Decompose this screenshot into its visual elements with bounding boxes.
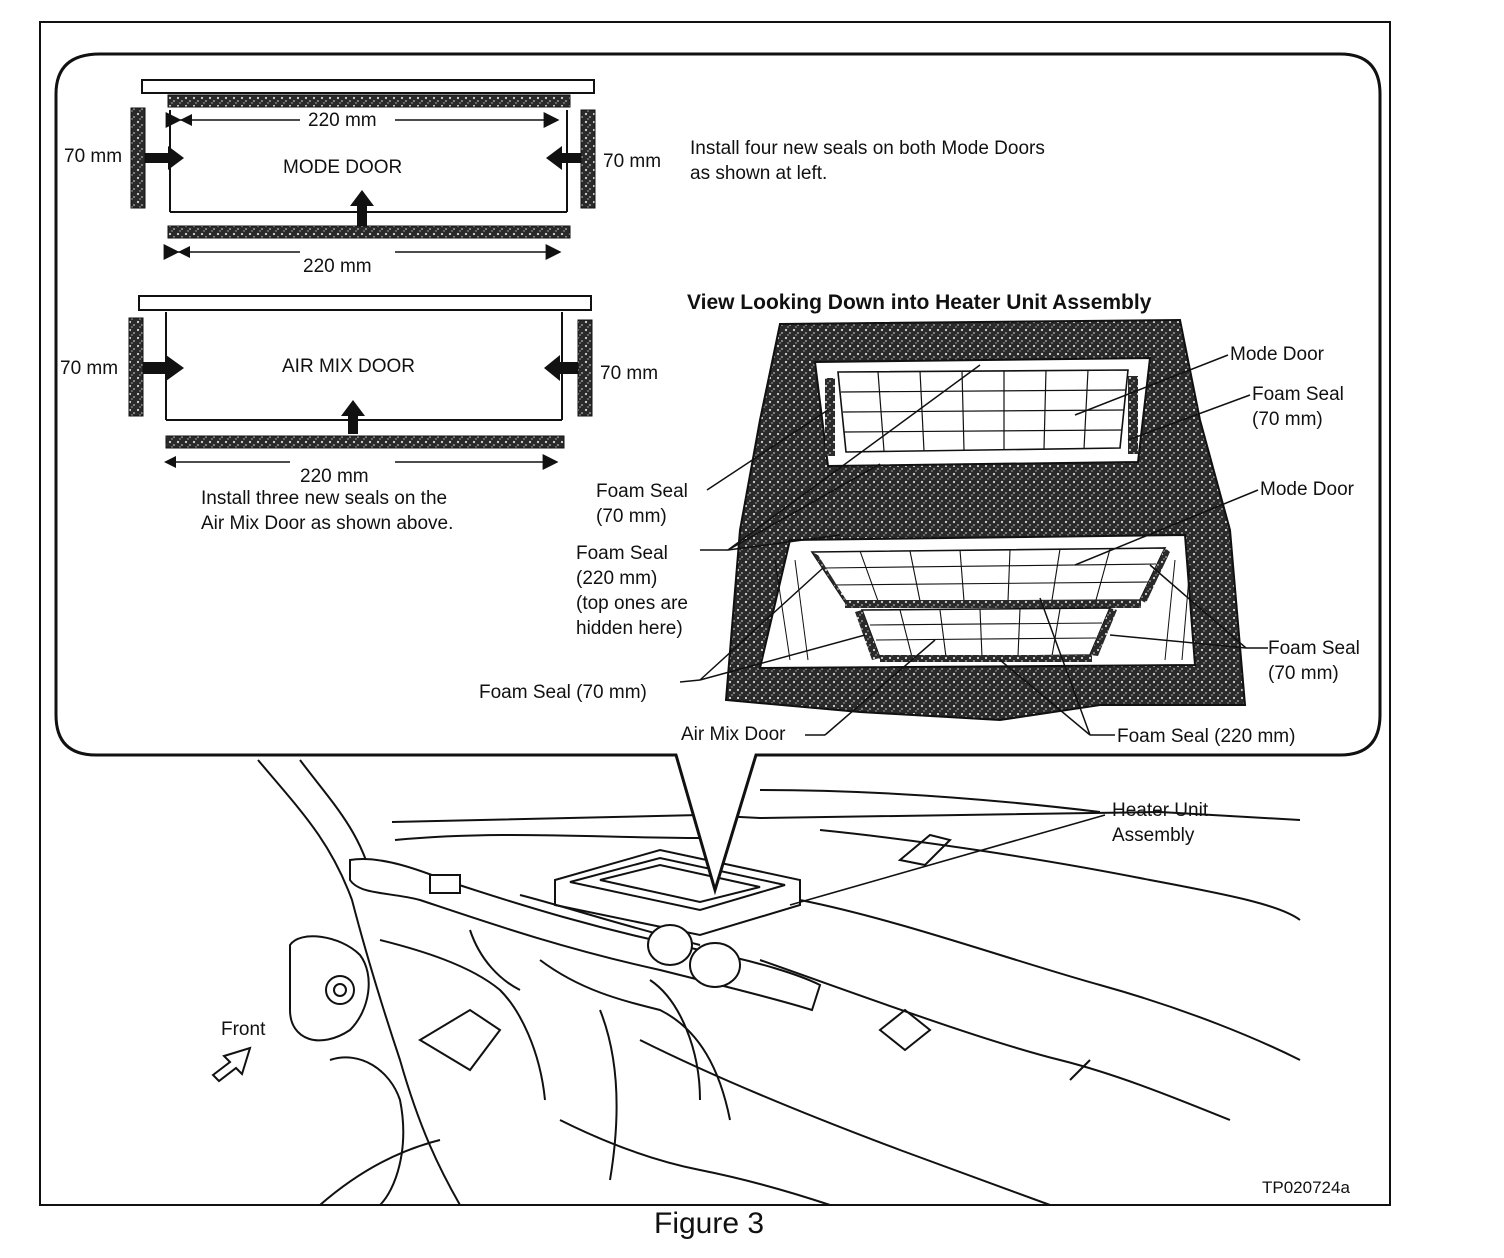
front-label: Front [221,1019,266,1040]
leader-lines [679,354,1268,736]
heater-unit-label: Heater Unit Assembly [1112,800,1209,846]
air-mix-door-instruction: Install three new seals on the Air Mix D… [201,488,454,534]
air-mix-door-name: AIR MIX DOOR [282,356,416,377]
vehicle-drawing [257,759,1301,1206]
label-mode-door-top: Mode Door [1230,344,1324,365]
heater-unit-view [724,318,1247,722]
mode-door-left-dim: 70 mm [64,146,123,167]
label-foam-seal-70-left: Foam Seal (70 mm) [596,481,688,527]
air-mix-door-bottom-dim: 220 mm [300,466,369,487]
mode-door-right-dim: 70 mm [603,151,662,172]
mode-door-bottom-dim: 220 mm [303,256,372,277]
mode-door-top-dim: 220 mm [308,110,377,131]
mode-door-name: MODE DOOR [283,157,403,178]
outer-frame [39,21,1391,1206]
label-foam-seal-220-bottom: Foam Seal (220 mm) [1117,726,1296,747]
mode-door-schematic [130,79,596,260]
air-mix-door-left-dim: 70 mm [60,358,119,379]
label-air-mix-door: Air Mix Door [681,724,786,745]
front-arrow-icon [211,1046,252,1083]
view-title: View Looking Down into Heater Unit Assem… [687,291,1152,314]
air-mix-door-right-dim: 70 mm [600,363,659,384]
label-mode-door-mid: Mode Door [1260,479,1354,500]
mode-door-instruction: Install four new seals on both Mode Door… [690,138,1045,184]
label-foam-seal-220-left: Foam Seal (220 mm) (top ones are hidden … [576,543,688,639]
label-foam-seal-70-bottom-left: Foam Seal (70 mm) [479,682,647,703]
figure-caption: Figure 3 [654,1207,765,1240]
label-foam-seal-70-top-right: Foam Seal (70 mm) [1252,384,1344,430]
figure-code: TP020724a [1262,1178,1350,1197]
air-mix-door-schematic [128,295,593,470]
label-foam-seal-70-bottom-right: Foam Seal (70 mm) [1268,638,1360,684]
